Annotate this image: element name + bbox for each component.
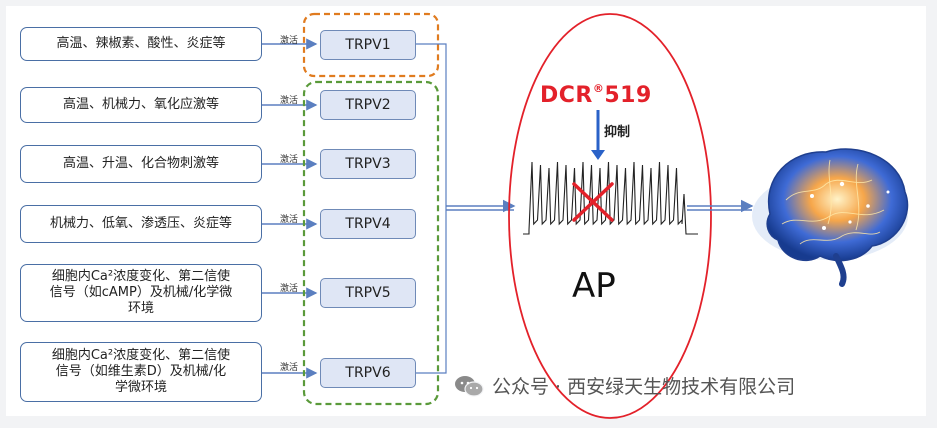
stimulus-text-3: 高温、升温、化合物刺激等 (62, 156, 219, 171)
stimulus-text-5-line1: 细胞内Ca²浓度变化、第二信使 (51, 269, 231, 284)
activation-label-5: 激活 (280, 284, 299, 294)
stimulus-box-4: 机械力、低氧、渗透压、炎症等 (20, 205, 262, 243)
channel-trpv3: TRPV3 (320, 149, 416, 179)
activation-label-6: 激活 (280, 363, 299, 373)
stimulus-text-2: 高温、机械力、氧化应激等 (62, 97, 219, 112)
drug-name: DCR (540, 83, 593, 108)
drug-mark: ® (592, 82, 605, 95)
stimulus-text-1: 高温、辣椒素、酸性、炎症等 (56, 36, 226, 51)
stimulus-box-2: 高温、机械力、氧化应激等 (20, 87, 262, 123)
ap-ellipse (508, 13, 712, 419)
activation-label-3: 激活 (280, 155, 299, 165)
stimulus-text-5-line3: 环境 (127, 301, 154, 316)
stimulus-text-4: 机械力、低氧、渗透压、炎症等 (49, 216, 232, 231)
stimulus-text-6-line2: 信号（如维生素D）及机械/化 (55, 364, 227, 379)
watermark: 公众号 · 西安绿天生物技术有限公司 (454, 372, 795, 399)
channel-trpv4: TRPV4 (320, 209, 416, 239)
channel-bracket (416, 43, 516, 374)
stimulus-text-5-line2: 信号（如cAMP）及机械/化学微 (49, 285, 233, 300)
stimulus-text-6-line1: 细胞内Ca²浓度变化、第二信使 (51, 348, 231, 363)
inhibition-cross (572, 182, 614, 222)
inhibit-arrow-head (591, 150, 605, 160)
ap-trace-line (523, 161, 698, 235)
channel-trpv5: TRPV5 (320, 278, 416, 308)
activation-label-1: 激活 (280, 36, 299, 46)
channel-trpv1: TRPV1 (320, 30, 416, 60)
inhibit-label: 抑制 (604, 125, 631, 140)
activation-label-4: 激活 (280, 215, 299, 225)
stimulus-box-5: 细胞内Ca²浓度变化、第二信使 信号（如cAMP）及机械/化学微 环境 (20, 264, 262, 322)
ap-label: AP (572, 266, 616, 306)
stimulus-box-1: 高温、辣椒素、酸性、炎症等 (20, 27, 262, 61)
drug-label: DCR®519 (540, 82, 652, 108)
output-arrow (687, 199, 754, 213)
action-potential-trace (523, 161, 698, 235)
wechat-icon (454, 374, 484, 398)
stimulus-box-6: 细胞内Ca²浓度变化、第二信使 信号（如维生素D）及机械/化 学微环境 (20, 342, 262, 402)
watermark-text: 公众号 · 西安绿天生物技术有限公司 (492, 376, 796, 398)
activation-label-2: 激活 (280, 96, 299, 106)
drug-number: 519 (604, 83, 652, 108)
brain-illustration (752, 148, 909, 287)
brain-icon (766, 148, 909, 262)
activation-arrows (262, 38, 318, 379)
stimulus-box-3: 高温、升温、化合物刺激等 (20, 145, 262, 183)
stimulus-text-6-line3: 学微环境 (114, 380, 167, 395)
channel-trpv2: TRPV2 (320, 90, 416, 120)
green-group-box (302, 80, 440, 406)
channel-trpv6: TRPV6 (320, 358, 416, 388)
orange-group-box (302, 12, 440, 78)
